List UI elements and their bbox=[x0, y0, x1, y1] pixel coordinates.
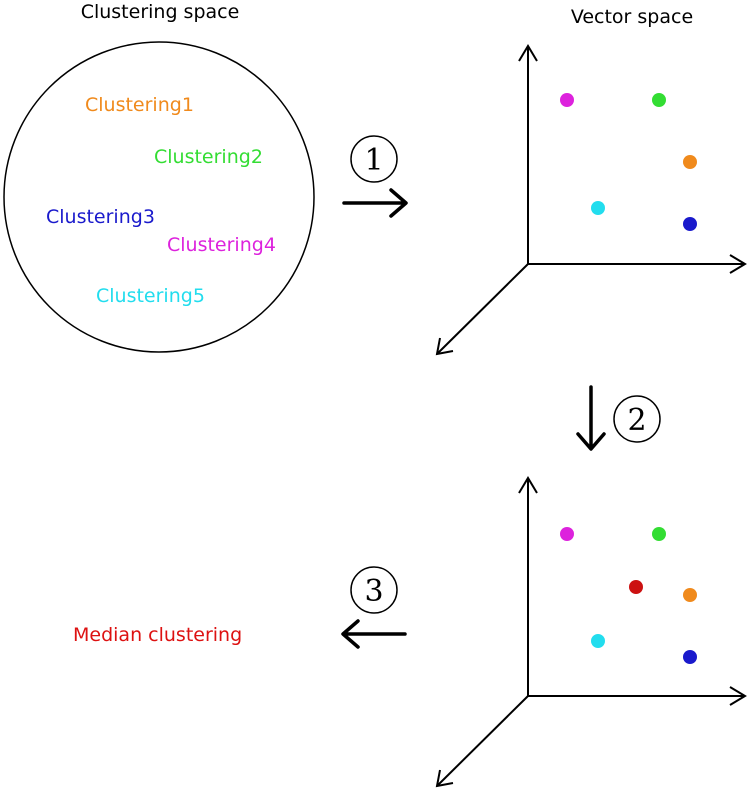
bottom-axis-z-arrowhead bbox=[435, 769, 454, 788]
step-2: 2 bbox=[576, 385, 661, 451]
top-point-clustering5 bbox=[591, 201, 605, 215]
bottom-axis-z bbox=[436, 695, 529, 787]
top-axis-y-arrowhead bbox=[518, 44, 538, 62]
top-axis-z-arrowhead bbox=[435, 337, 454, 356]
bottom-point-clustering1 bbox=[683, 588, 697, 602]
bottom-point-clustering4 bbox=[560, 527, 574, 541]
step-1-circle bbox=[350, 135, 398, 183]
vector-space-bottom-axes bbox=[435, 476, 747, 788]
bottom-axis-x-arrowhead bbox=[729, 686, 747, 706]
step-2-circle bbox=[613, 395, 661, 443]
median-clustering-label: Median clustering bbox=[73, 624, 242, 646]
top-point-clustering1 bbox=[683, 155, 697, 169]
clustering-space-title: Clustering space bbox=[81, 1, 240, 23]
step-3-arrow bbox=[341, 619, 407, 649]
clustering-label-1: Clustering1 bbox=[85, 94, 194, 116]
step-1-number: 1 bbox=[364, 143, 383, 178]
step-1: 1 bbox=[342, 135, 408, 218]
top-point-clustering2 bbox=[652, 93, 666, 107]
clustering-label-3: Clustering3 bbox=[46, 206, 155, 228]
bottom-point-clustering5 bbox=[591, 634, 605, 648]
top-axis-x-arrowhead bbox=[729, 254, 747, 274]
step-3-number: 3 bbox=[364, 574, 383, 609]
top-point-clustering4 bbox=[560, 93, 574, 107]
bottom-point-clustering3 bbox=[683, 650, 697, 664]
vector-space-title: Vector space bbox=[571, 6, 693, 28]
bottom-axis-y-arrowhead bbox=[518, 476, 538, 494]
step-2-arrow bbox=[576, 385, 606, 451]
step-3-circle bbox=[350, 566, 398, 614]
clustering-label-4: Clustering4 bbox=[167, 234, 276, 256]
clustering-label-5: Clustering5 bbox=[96, 285, 205, 307]
bottom-point-median bbox=[629, 580, 643, 594]
step-1-arrow bbox=[342, 188, 408, 218]
top-point-clustering3 bbox=[683, 217, 697, 231]
vector-space-top-axes bbox=[435, 44, 747, 356]
top-axis-z bbox=[436, 263, 529, 355]
bottom-point-clustering2 bbox=[652, 527, 666, 541]
step-3: 3 bbox=[341, 566, 407, 649]
clustering-label-2: Clustering2 bbox=[154, 146, 263, 168]
clustering-space-circle bbox=[3, 41, 315, 353]
step-2-number: 2 bbox=[627, 403, 646, 438]
